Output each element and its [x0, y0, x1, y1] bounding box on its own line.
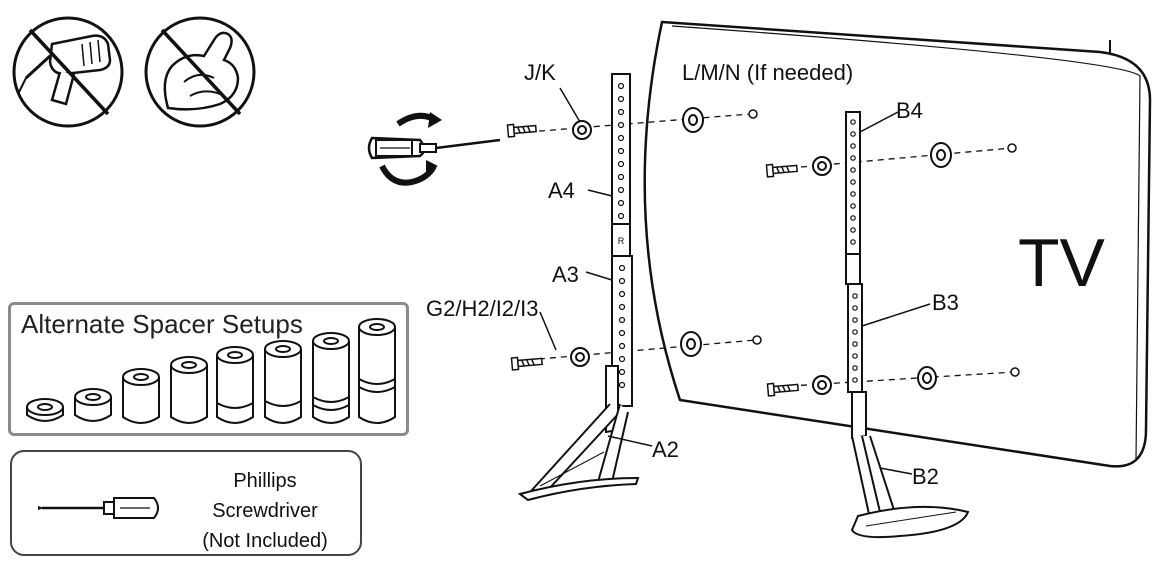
spacer-setups-drawing	[26, 318, 396, 424]
left-bracket-holes	[617, 82, 626, 389]
svg-text:R: R	[618, 236, 625, 246]
screws	[506, 123, 799, 397]
label-jk: J/K	[524, 60, 556, 85]
washer-jk	[570, 120, 832, 395]
label-screws: G2/H2/I2/I3	[426, 296, 539, 321]
label-tv: TV	[1018, 225, 1106, 301]
spacer-lmn	[680, 107, 952, 390]
label-a2: A2	[652, 437, 679, 462]
tool-description: Phillips Screwdriver (Not Included)	[180, 466, 350, 556]
left-bracket-a: R	[517, 73, 640, 502]
no-power-drill-icon	[12, 16, 124, 128]
label-b3: B3	[932, 290, 959, 315]
phillips-screwdriver-icon	[38, 497, 159, 519]
label-lmn: L/M/N (If needed)	[682, 60, 853, 85]
label-b2: B2	[912, 464, 939, 489]
tv-panel	[643, 20, 1152, 468]
tool-line-3: (Not Included)	[202, 530, 328, 552]
tool-line-1: Phillips	[233, 470, 297, 492]
label-a4: A4	[548, 178, 575, 203]
no-excessive-force-icon	[144, 16, 256, 128]
right-bracket-b	[845, 111, 970, 539]
label-b4: B4	[896, 98, 923, 123]
leader-lines	[539, 87, 931, 475]
label-a3: A3	[552, 262, 579, 287]
screwdriver-rotation-icon	[367, 112, 501, 186]
tool-line-2: Screwdriver	[212, 500, 318, 522]
spacer-setups-title: Alternate Spacer Setups	[21, 309, 303, 339]
tv-screw-holes	[748, 109, 1020, 377]
spacer-setups-panel: Alternate Spacer Setups	[8, 302, 409, 436]
required-tool-panel: Phillips Screwdriver (Not Included)	[10, 450, 362, 556]
right-bracket-holes	[850, 119, 858, 383]
